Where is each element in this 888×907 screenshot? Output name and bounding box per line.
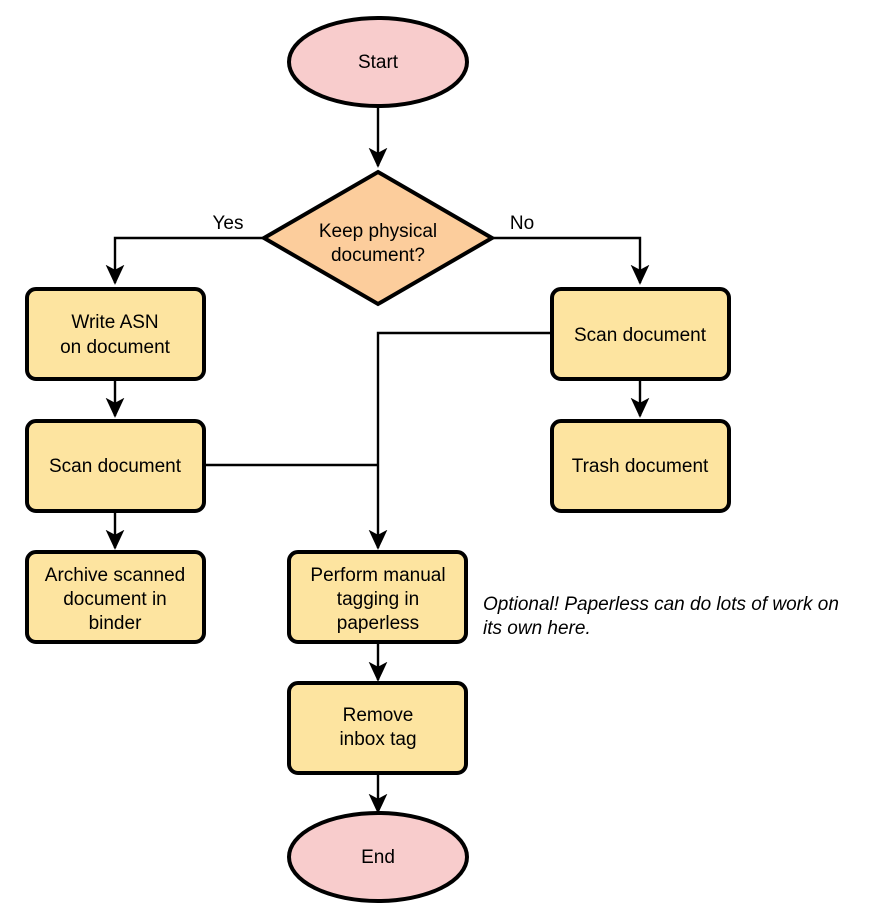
scan-document-left-label: Scan document: [49, 456, 182, 477]
remove-inbox-tag-box: [287, 681, 468, 775]
node-write-asn[interactable]: Write ASN on document: [25, 287, 206, 381]
annotation-optional-paperless: Optional! Paperless can do lots of work …: [483, 594, 839, 639]
end-label: End: [361, 847, 395, 868]
node-end[interactable]: End: [287, 811, 469, 903]
trash-document-label: Trash document: [572, 456, 709, 477]
tagging-label-line2: tagging in: [337, 589, 419, 610]
node-scan-document-left[interactable]: Scan document: [25, 419, 206, 513]
start-label: Start: [358, 52, 399, 73]
archive-label-line1: Archive scanned: [45, 565, 185, 586]
write-asn-box: [25, 287, 206, 381]
node-perform-manual-tagging[interactable]: Perform manual tagging in paperless: [287, 550, 468, 644]
node-remove-inbox-tag[interactable]: Remove inbox tag: [287, 681, 468, 775]
tagging-box: [287, 550, 468, 644]
end-ellipse: [287, 811, 469, 903]
edge-scan-right-to-tagging: [368, 331, 552, 550]
tagging-label-line1: Perform manual: [310, 565, 445, 586]
trash-document-box: [550, 419, 731, 513]
write-asn-label-line1: Write ASN: [71, 312, 158, 333]
remove-inbox-label-line1: Remove: [343, 705, 414, 726]
scan-document-right-box: [550, 287, 731, 381]
node-keep-physical-document[interactable]: Keep physical document?: [260, 169, 496, 307]
annotation-line2: its own here.: [483, 618, 591, 639]
remove-inbox-label-line2: inbox tag: [339, 729, 416, 750]
archive-box: [25, 550, 206, 644]
decision-diamond: [260, 169, 496, 307]
scan-document-left-box: [25, 419, 206, 513]
write-asn-label-line2: on document: [60, 337, 171, 358]
node-archive-scanned-document[interactable]: Archive scanned document in binder: [25, 550, 206, 644]
edge-label-no: No: [510, 213, 534, 234]
tagging-label-line3: paperless: [337, 613, 419, 634]
annotation-line1: Optional! Paperless can do lots of work …: [483, 594, 839, 615]
start-ellipse: [287, 16, 469, 108]
edge-label-yes: Yes: [213, 213, 244, 234]
archive-label-line3: binder: [89, 613, 142, 634]
archive-label-line2: document in: [63, 589, 167, 610]
edge-keep-yes-to-write-asn: [105, 236, 264, 285]
decision-label-line1: Keep physical: [319, 221, 437, 242]
scan-document-right-label: Scan document: [574, 325, 707, 346]
node-scan-document-right[interactable]: Scan document: [550, 287, 731, 381]
decision-label-line2: document?: [331, 245, 425, 266]
node-start[interactable]: Start: [287, 16, 469, 108]
edge-keep-no-to-scan-right: [492, 236, 650, 285]
node-trash-document[interactable]: Trash document: [550, 419, 731, 513]
